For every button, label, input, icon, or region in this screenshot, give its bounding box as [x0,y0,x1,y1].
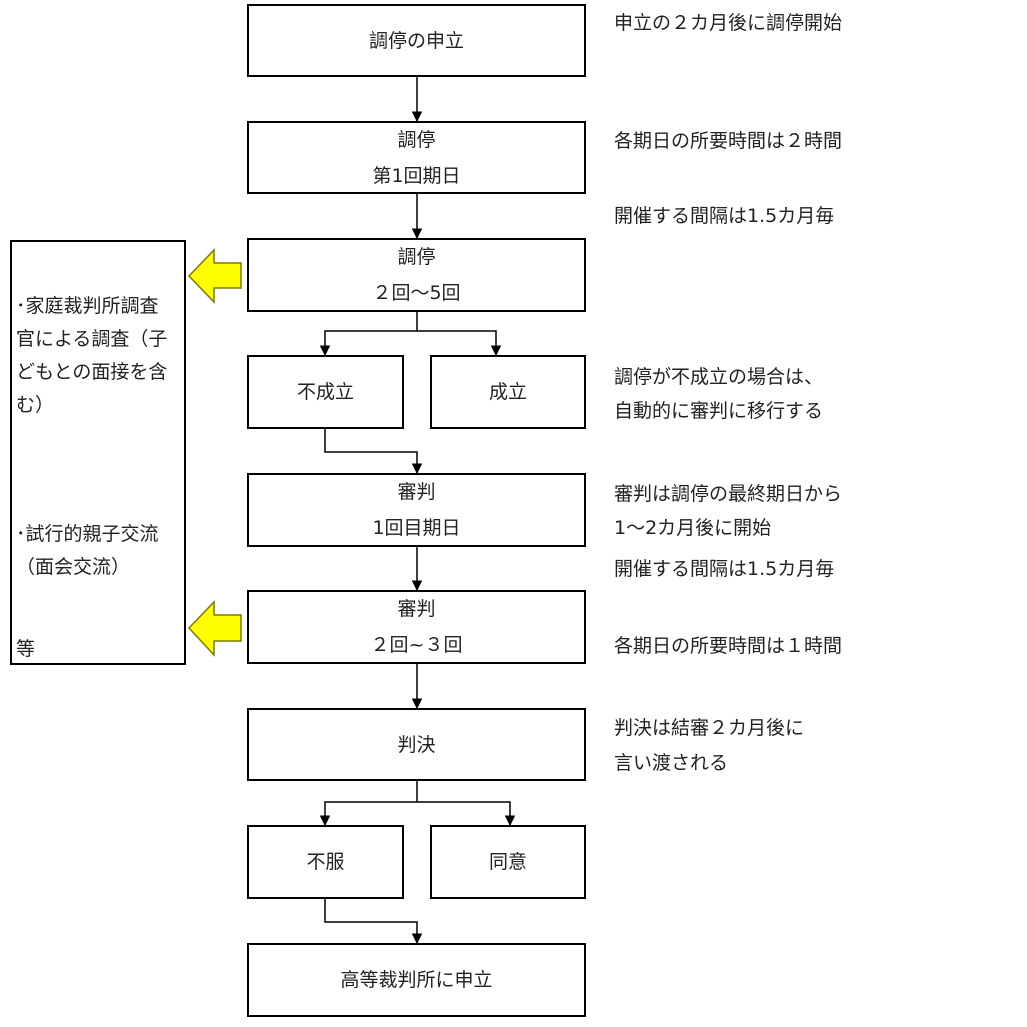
side-item2-line2: （面会交流） [16,556,131,578]
arrow-fuseiritsu-to-shinpan [324,429,423,475]
box-sublabel: ２回~３回 [370,634,463,656]
box-sublabel: 第1回期日 [372,164,461,187]
box-doui: 同意 [430,825,586,899]
note-fuseiritsu-line2: 自動的に審判に移行する [614,400,824,422]
note-start: 申立の２カ月後に調停開始 [614,12,843,34]
box-hanketsu: 判決 [247,708,586,781]
branch-hanketsu-right [417,801,516,827]
box-chotei-later: 調停 ２回～5回 [247,238,586,312]
box-sublabel: 1回目期日 [372,517,461,539]
box-label: 判決 [397,733,436,756]
box-chotei-moushitate: 調停の申立 [247,4,586,77]
side-panel-investigations: ･家庭裁判所調査 官による調査（子 どもとの面接を含 む） ･試行的親子交流 （… [10,240,186,665]
note-duration-shinpan: 各期日の所要時間は１時間 [614,635,843,657]
box-koutou-moushitate: 高等裁判所に申立 [247,943,586,1017]
box-label: 審判 [397,598,436,620]
side-item1-line2: 官による調査（子 [16,328,168,350]
box-fuseiritsu: 不成立 [247,355,404,429]
side-item2-line1: ･試行的親子交流 [16,523,159,545]
side-item1-line1: ･家庭裁判所調査 [16,295,159,317]
note-hanketsu-line1: 判決は結審２カ月後に [614,717,805,739]
branch-hanketsu-left [319,781,418,827]
arrow-fufuku-to-koutou [324,899,423,945]
branch-later-right [417,330,502,357]
box-label: 成立 [488,381,527,403]
note-fuseiritsu-line1: 調停が不成立の場合は、 [614,366,824,388]
branch-later-left [319,312,418,357]
box-shinpan-later: 審判 ２回~３回 [247,590,586,664]
side-item1-line4: む） [16,394,55,416]
side-footer: 等 [16,638,36,660]
note-interval-shinpan: 開催する間隔は1.5カ月毎 [614,558,835,580]
note-interval-chotei: 開催する間隔は1.5カ月毎 [614,205,835,227]
note-shinpan-start-line1: 審判は調停の最終期日から [614,483,843,505]
yellow-arrow-upper-icon [187,248,242,304]
note-shinpan-start-line2: 1～2カ月後に開始 [614,517,772,539]
box-sublabel: ２回～5回 [372,282,461,304]
box-label: 審判 [397,481,436,503]
box-chotei-first: 調停 第1回期日 [247,121,586,194]
box-shinpan-first: 審判 1回目期日 [247,473,586,547]
note-hanketsu-line2: 言い渡される [614,752,729,774]
box-label: 調停の申立 [368,29,464,52]
yellow-arrow-lower-icon [187,600,242,657]
box-label: 調停 [397,246,436,268]
box-label: 調停 [397,128,436,151]
box-seiritsu: 成立 [430,355,586,429]
box-label: 同意 [488,851,527,873]
note-duration-chotei: 各期日の所要時間は２時間 [614,130,843,152]
box-label: 不服 [306,851,345,873]
box-fufuku: 不服 [247,825,404,899]
box-label: 高等裁判所に申立 [340,969,493,991]
box-label: 不成立 [296,381,354,403]
side-item1-line3: どもとの面接を含 [16,361,168,383]
